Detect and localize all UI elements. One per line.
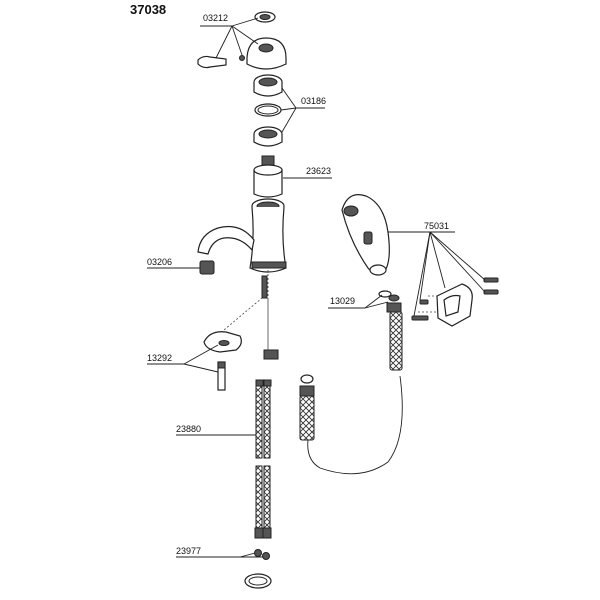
- label-23977: 23977: [176, 546, 201, 556]
- callout-03212: 03212: [200, 13, 259, 59]
- spray-holder-75031: [411, 277, 499, 327]
- label-03186: 03186: [301, 96, 326, 106]
- callout-03206: 03206: [147, 257, 200, 269]
- faucet-body: [197, 198, 287, 350]
- spray-head-75031: [341, 194, 390, 276]
- aerator-03206: [199, 260, 215, 275]
- center-nut: [263, 300, 279, 360]
- cartridge-23623: [253, 155, 283, 198]
- label-13292: 13292: [147, 353, 172, 363]
- washers-23977: [244, 549, 272, 589]
- label-03206: 03206: [147, 257, 172, 267]
- label-23880: 23880: [176, 424, 201, 434]
- callout-13292: 13292: [147, 344, 219, 373]
- mounting-kit-13292: [203, 297, 263, 391]
- callout-23977: 23977: [176, 546, 263, 558]
- diagram-id: 37038: [130, 2, 167, 17]
- ring-set-03186: [253, 74, 283, 147]
- side-spray-hose: [299, 290, 403, 475]
- callout-23623: 23623: [283, 166, 332, 179]
- supply-hoses-23880: [254, 379, 272, 539]
- label-75031: 75031: [424, 221, 449, 231]
- label-23623: 23623: [306, 166, 331, 176]
- callout-23880: 23880: [176, 424, 256, 436]
- label-03212: 03212: [203, 13, 228, 23]
- callout-13029: 13029: [328, 294, 389, 309]
- callout-03186: 03186: [280, 87, 326, 133]
- callout-75031: 75031: [388, 221, 486, 317]
- label-13029: 13029: [330, 296, 355, 306]
- handle-cap-03212: [197, 11, 287, 70]
